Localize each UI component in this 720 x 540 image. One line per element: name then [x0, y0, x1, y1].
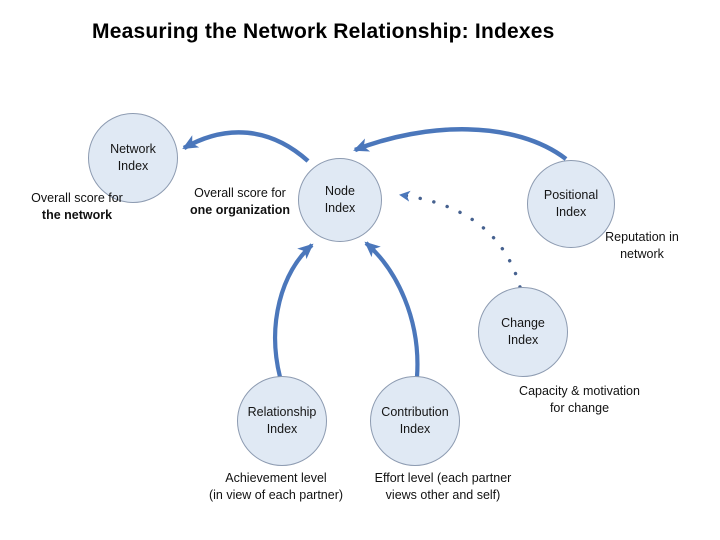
node-contribution-index: Contribution Index — [370, 376, 460, 466]
caption-network-line1: Overall score for — [31, 191, 123, 205]
caption-contribution-line1: Effort level (each partner — [374, 471, 512, 485]
arrow-change-to-node-dotted-icon — [399, 190, 522, 289]
node-relationship-label-line2: Index — [266, 422, 298, 436]
node-network-label-line1: Network — [110, 142, 156, 156]
caption-contribution-line2: views other and self) — [385, 488, 501, 502]
caption-node: Overall score for one organization — [183, 185, 297, 219]
caption-positional-line2: network — [620, 247, 664, 261]
caption-change-line2: for change — [549, 401, 610, 415]
caption-network-line2: the network — [41, 208, 113, 222]
caption-relationship-line1: Achievement level — [225, 471, 327, 485]
node-change-index: Change Index — [478, 287, 568, 377]
caption-change-line1: Capacity & motivation — [519, 384, 640, 398]
caption-positional: Reputation in network — [582, 229, 702, 263]
node-node-index: Node Index — [298, 158, 382, 242]
arrow-node-to-network-icon — [182, 130, 310, 163]
arrow-contribution-to-node-icon — [364, 241, 420, 378]
node-relationship-label-line1: Relationship — [247, 405, 317, 419]
caption-node-line2: one organization — [190, 203, 290, 217]
arrow-positional-to-node-icon — [353, 127, 568, 161]
node-network-label-line2: Index — [117, 159, 149, 173]
node-contribution-label-line2: Index — [399, 422, 431, 436]
caption-node-line1: Overall score for — [194, 186, 286, 200]
node-positional-label-line2: Index — [555, 205, 587, 219]
caption-change: Capacity & motivation for change — [512, 383, 647, 417]
node-change-label-line1: Change — [501, 316, 545, 330]
slide-title: Measuring the Network Relationship: Inde… — [92, 20, 555, 43]
node-network-index: Network Index — [88, 113, 178, 203]
node-node-label-line2: Index — [324, 201, 356, 215]
caption-relationship: Achievement level (in view of each partn… — [201, 470, 351, 504]
caption-relationship-line2: (in view of each partner) — [208, 488, 344, 502]
arrow-relationship-to-node-icon — [273, 243, 314, 378]
node-contribution-label-line1: Contribution — [381, 405, 449, 419]
caption-positional-line1: Reputation in — [605, 230, 679, 244]
node-positional-label-line1: Positional — [543, 188, 599, 202]
node-relationship-index: Relationship Index — [237, 376, 327, 466]
caption-network: Overall score for the network — [20, 190, 134, 224]
node-node-label-line1: Node — [325, 184, 355, 198]
caption-contribution: Effort level (each partner views other a… — [363, 470, 523, 504]
node-change-label-line2: Index — [507, 333, 539, 347]
node-positional-index: Positional Index — [527, 160, 615, 248]
